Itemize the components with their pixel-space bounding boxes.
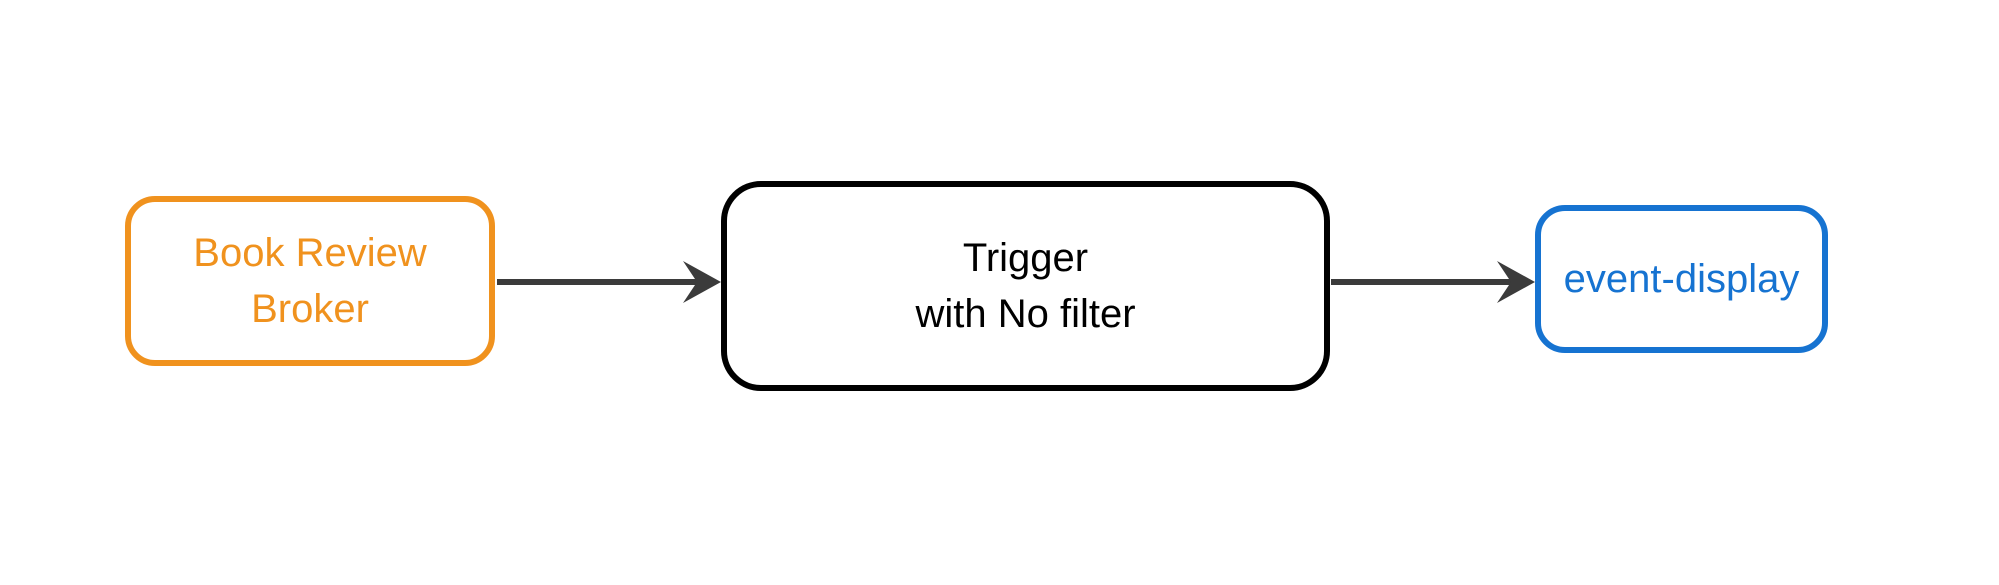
edge-broker-to-trigger (497, 261, 721, 303)
node-event-display-label: event-display (1563, 257, 1800, 301)
arrowhead-right-icon (683, 261, 721, 303)
node-book-review-broker-label-line1: Book Review (193, 231, 427, 275)
arrowhead-right-icon (1497, 261, 1535, 303)
node-trigger-with-no-filter: Trigger with No filter (721, 181, 1330, 391)
node-trigger-label-line2: with No filter (915, 292, 1136, 336)
node-event-display: event-display (1535, 205, 1828, 353)
node-book-review-broker: Book Review Broker (125, 196, 495, 366)
edge-trigger-to-display (1331, 261, 1535, 303)
node-book-review-broker-label-line2: Broker (251, 287, 369, 331)
node-trigger-label-line1: Trigger (962, 236, 1089, 280)
